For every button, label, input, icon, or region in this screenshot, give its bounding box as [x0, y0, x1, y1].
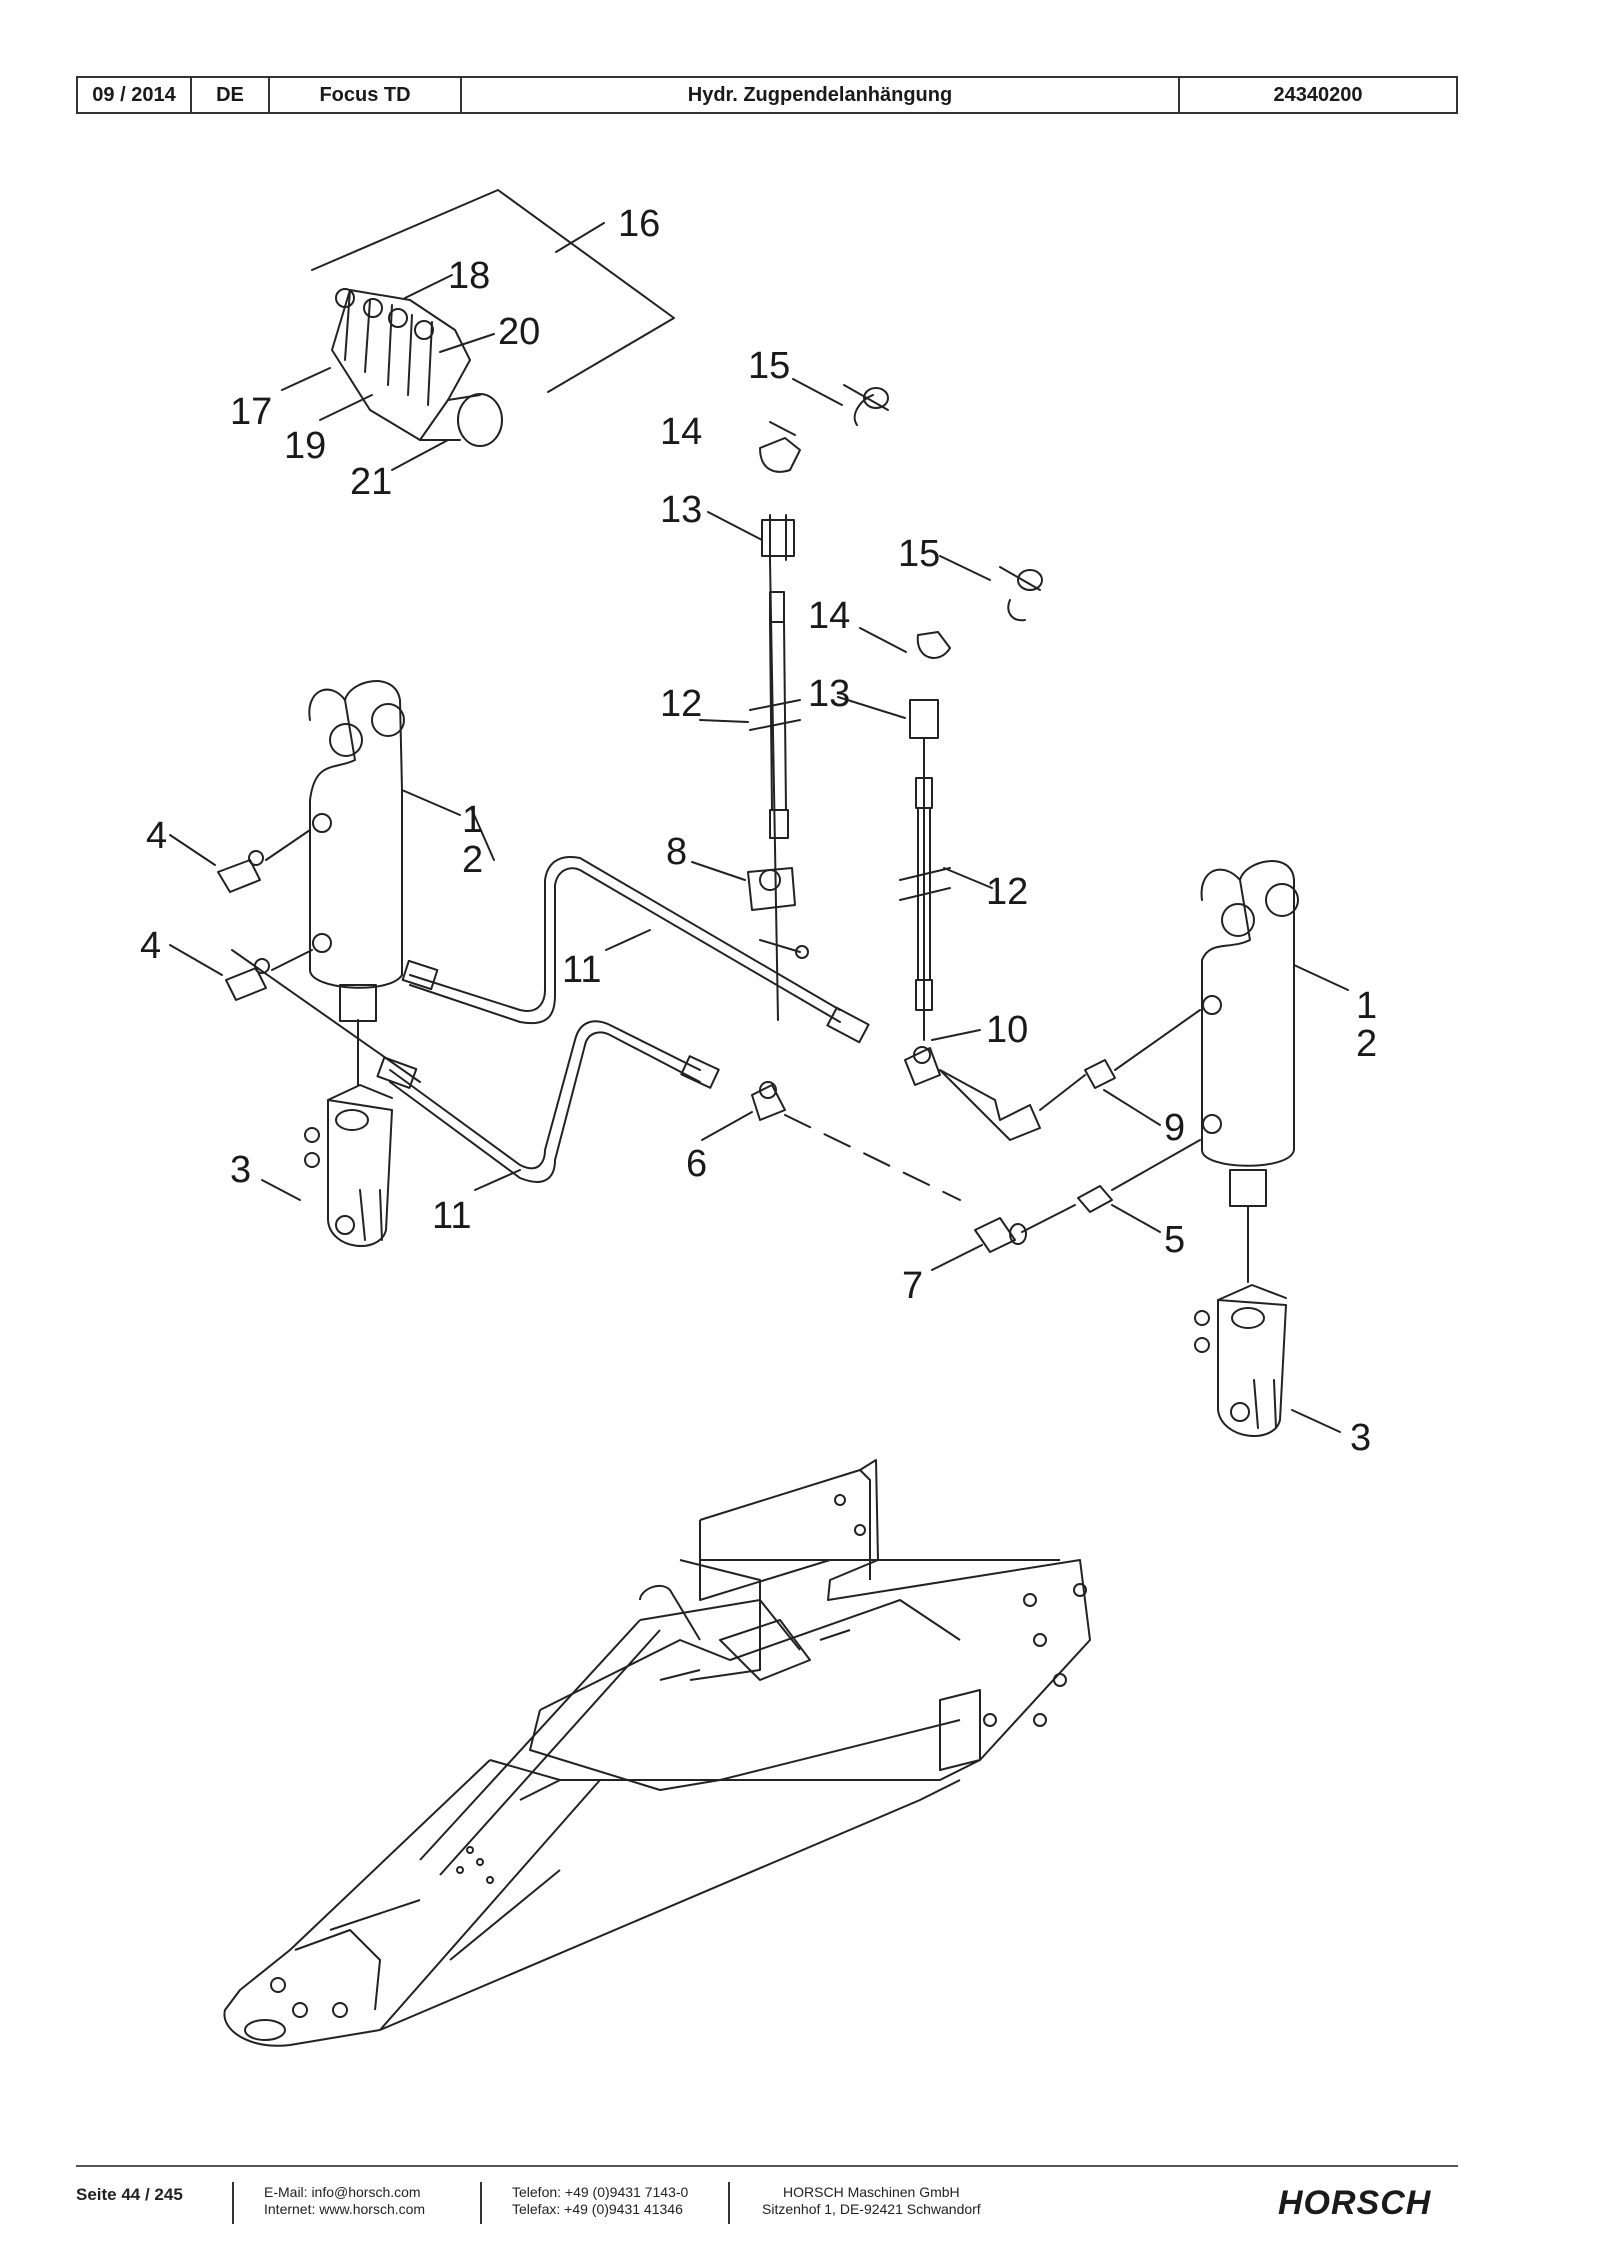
callout-13a: 13 [660, 489, 702, 531]
callout-17: 17 [230, 391, 272, 433]
callout-3a: 3 [230, 1149, 251, 1191]
hose-11-upper-drawing [401, 856, 870, 1044]
callout-16: 16 [618, 203, 660, 245]
footer-rule [76, 2165, 1458, 2167]
callout-21: 21 [350, 461, 392, 503]
footer-company-block: HORSCH Maschinen GmbH Sitzenhof 1, DE-92… [762, 2184, 981, 2218]
header-number: 24340200 [1273, 83, 1363, 106]
elbow-fitting-7-drawing [931, 1204, 1076, 1271]
footer-contact-web: E-Mail: info@horsch.com Internet: www.ho… [264, 2184, 425, 2218]
page-number: Seite 44 / 245 [76, 2185, 183, 2204]
callout-3b: 3 [1350, 1417, 1371, 1459]
callout-5: 5 [1164, 1219, 1185, 1261]
header-model: Focus TD [270, 78, 462, 112]
callout-15a: 15 [748, 345, 790, 387]
tee-fitting-6-drawing [701, 1081, 961, 1201]
footer-address: Sitzenhof 1, DE-92421 Schwandorf [762, 2201, 981, 2217]
footer-divider [728, 2182, 730, 2224]
callout-6: 6 [686, 1143, 707, 1185]
fitting-10-drawing [904, 1009, 1201, 1141]
footer-divider [232, 2182, 234, 2224]
callout-9: 9 [1164, 1107, 1185, 1149]
drawbar-frame-drawing [223, 1459, 1091, 2047]
valve-8-drawing [691, 861, 809, 959]
callout-20: 20 [498, 311, 540, 353]
hose-assembly-left-drawing [699, 378, 889, 1021]
footer-fax: Telefax: +49 (0)9431 41346 [512, 2201, 683, 2217]
callout-7: 7 [902, 1265, 923, 1307]
callout-2b: 2 [1356, 1023, 1377, 1065]
callout-15b: 15 [898, 533, 940, 575]
header-table: 09 / 2014 DE Focus TD Hydr. Zugpendelanh… [76, 76, 1458, 114]
header-title: Hydr. Zugpendelanhängung [462, 78, 1180, 112]
cylinder-left-drawing [261, 680, 495, 1247]
callout-labels: 16 18 20 17 19 21 15 14 13 15 14 13 12 1… [140, 203, 1377, 1459]
horsch-logo: HORSCH [1278, 2184, 1432, 2218]
footer-contact-phone: Telefon: +49 (0)9431 7143-0 Telefax: +49… [512, 2184, 688, 2218]
callout-8: 8 [666, 831, 687, 873]
footer-internet[interactable]: Internet: www.horsch.com [264, 2201, 426, 2217]
footer-email[interactable]: E-Mail: info@horsch.com [264, 2184, 421, 2200]
hose-11-lower-drawing [231, 949, 720, 1191]
callout-14a: 14 [660, 411, 702, 453]
callout-1b: 1 [1356, 985, 1377, 1027]
cylinder-right-drawing [1194, 860, 1349, 1437]
callout-1a: 1 [462, 799, 483, 841]
callout-12b: 12 [986, 871, 1028, 913]
callout-11b: 11 [432, 1195, 471, 1237]
callout-10: 10 [986, 1009, 1028, 1051]
logo-text: HORSCH [1278, 2184, 1432, 2218]
footer-company: HORSCH Maschinen GmbH [783, 2184, 960, 2200]
fitting-4-drawing [169, 829, 313, 1001]
callout-19: 19 [284, 425, 326, 467]
footer-phone: Telefon: +49 (0)9431 7143-0 [512, 2184, 689, 2200]
hose-assembly-right-drawing [837, 555, 1043, 1041]
header-date: 09 / 2014 [78, 78, 192, 112]
clamp-group-drawing [311, 189, 675, 447]
callout-12a: 12 [660, 683, 702, 725]
callout-14b: 14 [808, 595, 850, 637]
footer-divider [480, 2182, 482, 2224]
callout-11a: 11 [562, 949, 601, 991]
callout-4b: 4 [140, 925, 161, 967]
callout-4a: 4 [146, 815, 167, 857]
callout-2a: 2 [462, 839, 483, 881]
fitting-5-drawing [1077, 1139, 1201, 1233]
header-language: DE [192, 78, 270, 112]
callout-18: 18 [448, 255, 490, 297]
callout-13b: 13 [808, 673, 850, 715]
